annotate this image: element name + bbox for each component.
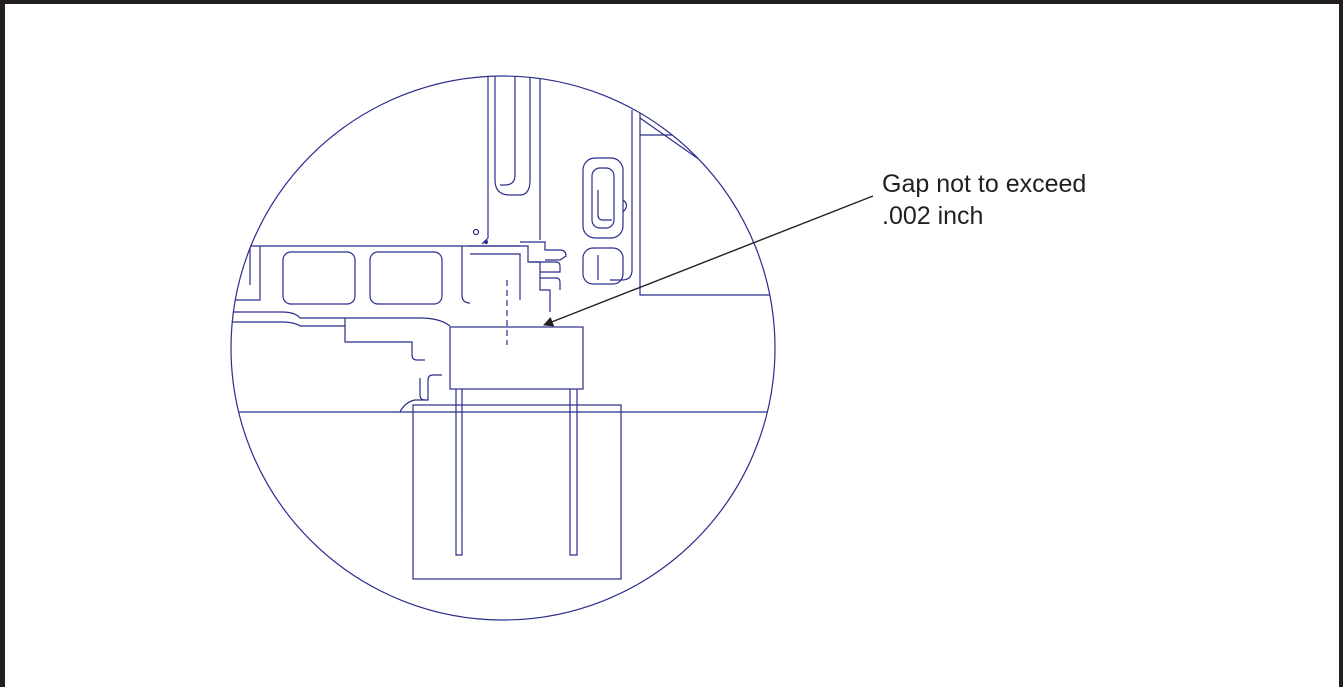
rail xyxy=(461,246,471,304)
connector xyxy=(470,253,521,300)
connector xyxy=(540,277,561,290)
callout-line-2: .002 inch xyxy=(882,202,984,230)
detail-circle xyxy=(230,75,776,621)
magnified-assembly xyxy=(231,76,775,580)
housing-wall xyxy=(481,76,489,245)
connector xyxy=(468,245,551,312)
rail xyxy=(231,311,451,327)
reference-hole xyxy=(483,239,489,245)
slot xyxy=(582,247,624,285)
slot xyxy=(597,190,612,221)
part-leg xyxy=(569,389,578,556)
lower-fixture xyxy=(412,404,622,580)
rail xyxy=(231,246,261,301)
side-block xyxy=(610,110,633,281)
pocket xyxy=(282,251,356,305)
lower-fixture xyxy=(419,378,426,401)
side-block xyxy=(639,110,775,296)
slot xyxy=(582,157,624,239)
connector xyxy=(530,261,561,273)
pocket xyxy=(369,251,443,305)
lower-fixture xyxy=(399,374,442,413)
gap-callout: Gap not to exceed .002 inch xyxy=(882,168,1086,232)
reference-hole xyxy=(472,228,480,236)
part-leg xyxy=(455,389,463,556)
rail xyxy=(231,321,345,327)
lower-fixture xyxy=(344,318,425,361)
housing-wall xyxy=(500,76,516,186)
slot xyxy=(591,167,615,229)
connector xyxy=(520,241,567,261)
slot xyxy=(622,199,628,213)
side-block xyxy=(639,117,701,161)
callout-leader-arrow xyxy=(543,195,874,327)
housing-wall xyxy=(494,76,531,196)
callout-line-1: Gap not to exceed xyxy=(882,170,1087,198)
contact-part xyxy=(449,326,584,390)
